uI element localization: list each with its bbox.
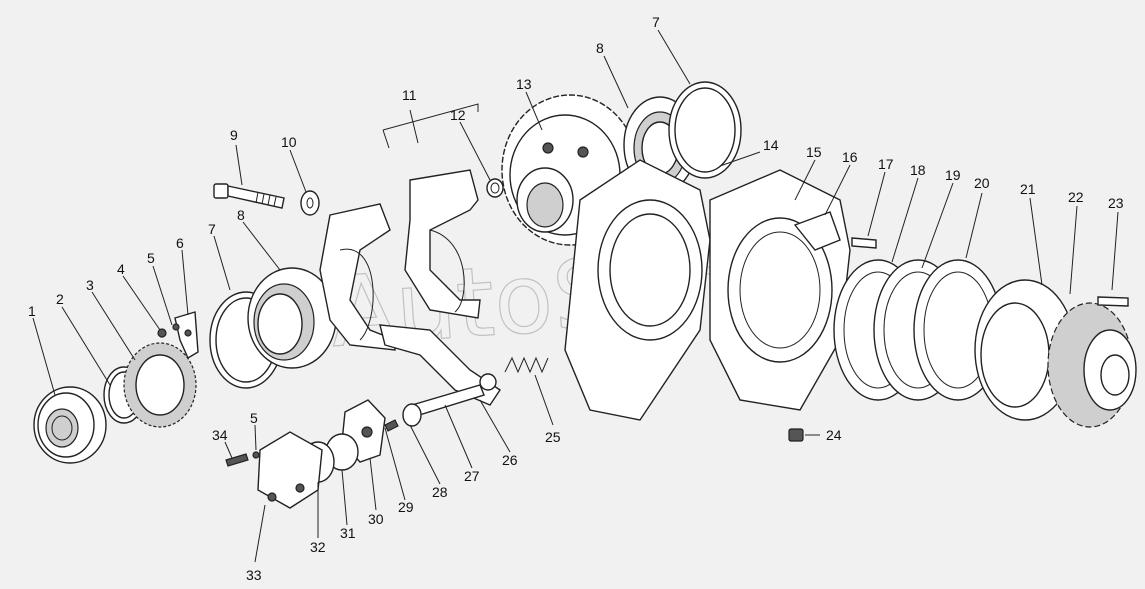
callout-1: 1 <box>28 303 36 319</box>
part-10-washer <box>300 190 320 216</box>
callout-15: 15 <box>806 144 822 160</box>
part-6-lock-plate <box>174 311 199 360</box>
callout-28: 28 <box>432 484 448 500</box>
callout-7-right: 7 <box>652 14 660 30</box>
callout-16: 16 <box>842 149 858 165</box>
callout-14: 14 <box>763 137 779 153</box>
callout-34: 34 <box>212 427 228 443</box>
callout-29: 29 <box>398 499 414 515</box>
callout-9: 9 <box>230 127 238 143</box>
part-3-gear-ring <box>123 342 197 428</box>
callout-3: 3 <box>86 277 94 293</box>
part-11-bearing-cap <box>319 169 481 351</box>
callout-5-lower: 5 <box>250 410 258 426</box>
part-23-bolt <box>1097 296 1129 307</box>
part-28-sleeve <box>402 403 422 427</box>
part-17-stud <box>851 237 877 249</box>
callout-22: 22 <box>1068 189 1084 205</box>
callout-6: 6 <box>176 235 184 251</box>
callout-5-upper: 5 <box>147 250 155 266</box>
leader-lines <box>32 29 1119 563</box>
part-7-bearing-cup-right <box>668 81 742 179</box>
callout-23: 23 <box>1108 195 1124 211</box>
callout-30: 30 <box>368 511 384 527</box>
callout-8-right: 8 <box>596 40 604 56</box>
callout-20: 20 <box>974 175 990 191</box>
callout-8-left: 8 <box>237 207 245 223</box>
callout-26: 26 <box>502 452 518 468</box>
part-14-housing-left <box>564 159 711 421</box>
part-25-spring <box>504 356 549 374</box>
callout-11: 11 <box>402 87 417 103</box>
part-24-plug <box>788 428 804 442</box>
callout-4: 4 <box>117 261 125 277</box>
callout-33: 33 <box>246 567 262 583</box>
callout-17: 17 <box>878 156 894 172</box>
part-9-bolt <box>213 183 285 209</box>
part-26-lever-arm <box>379 324 501 406</box>
part-16-shift-fork <box>793 211 841 251</box>
part-5-washer-lower <box>252 451 260 459</box>
callout-10: 10 <box>281 134 297 150</box>
part-5-washer <box>172 323 180 331</box>
callout-12: 12 <box>450 107 466 123</box>
part-4-bolt <box>157 328 167 338</box>
callout-25: 25 <box>545 429 561 445</box>
callout-19: 19 <box>945 167 961 183</box>
callout-13: 13 <box>516 76 532 92</box>
callout-27: 27 <box>464 468 480 484</box>
callout-18: 18 <box>910 162 926 178</box>
callout-numbers: 1 2 3 4 5 6 7 8 9 10 11 12 13 8 7 14 15 … <box>28 14 1124 583</box>
callout-32: 32 <box>310 539 326 555</box>
callout-24: 24 <box>826 427 842 443</box>
part-12-bushing <box>486 178 504 198</box>
part-29-screw <box>384 419 399 432</box>
callout-31: 31 <box>340 525 356 541</box>
part-8-bearing-left <box>247 267 337 369</box>
callout-21: 21 <box>1020 181 1036 197</box>
callout-2: 2 <box>56 291 64 307</box>
callout-7-left: 7 <box>208 221 216 237</box>
part-33-pump-housing <box>257 431 323 509</box>
part-1-flange <box>33 386 107 464</box>
part-34-bolt <box>225 453 249 467</box>
part-22-pinion-gear <box>1047 302 1137 428</box>
